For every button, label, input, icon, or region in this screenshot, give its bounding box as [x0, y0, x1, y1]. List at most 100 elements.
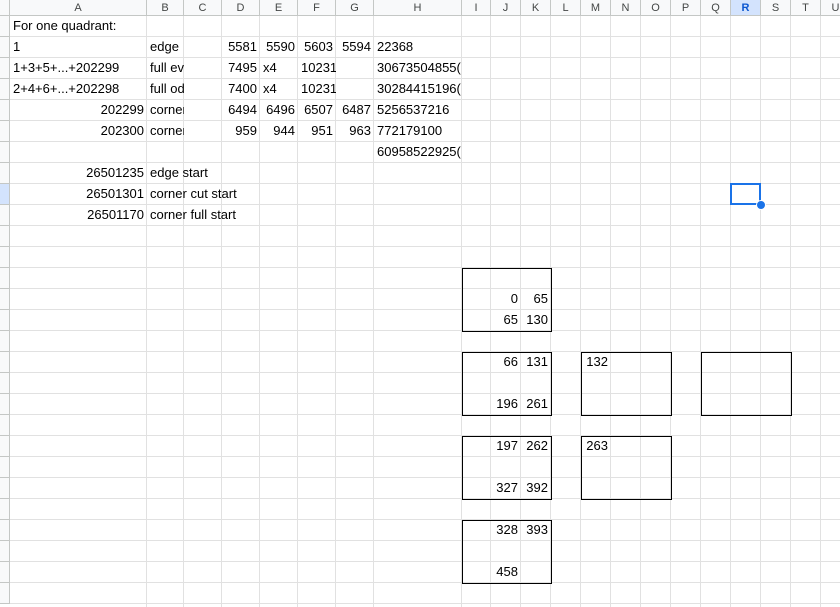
cell-b5[interactable]: corner full [150, 102, 184, 117]
cell-k17[interactable]: 131 [526, 354, 548, 369]
cell-e5[interactable]: 6496 [266, 102, 295, 117]
row-header[interactable] [0, 184, 10, 205]
row-header[interactable] [0, 310, 10, 331]
cell-d5[interactable]: 6494 [228, 102, 257, 117]
cell-k14[interactable]: 65 [533, 291, 548, 306]
cell-k21[interactable]: 262 [526, 438, 548, 453]
cell-h7[interactable]: 60958522925( [377, 144, 461, 159]
column-header-l[interactable]: L [551, 0, 581, 16]
row-header[interactable] [0, 142, 10, 163]
column-header-q[interactable]: Q [701, 0, 731, 16]
cell-b9[interactable]: corner cut start [150, 186, 237, 201]
fill-handle[interactable] [756, 200, 766, 210]
cell-j27[interactable]: 458 [496, 564, 518, 579]
row-header[interactable] [0, 520, 10, 541]
cell-j17[interactable]: 66 [503, 354, 518, 369]
column-header-t[interactable]: T [791, 0, 821, 16]
row-header[interactable] [0, 331, 10, 352]
cell-d2[interactable]: 5581 [228, 39, 257, 54]
column-header-f[interactable]: F [298, 0, 336, 16]
cell-j25[interactable]: 328 [496, 522, 518, 537]
row-header[interactable] [0, 121, 10, 142]
column-header-p[interactable]: P [671, 0, 701, 16]
cell-j21[interactable]: 197 [496, 438, 518, 453]
cell-j23[interactable]: 327 [496, 480, 518, 495]
row-header[interactable] [0, 268, 10, 289]
cell-g2[interactable]: 5594 [342, 39, 371, 54]
cell-b8[interactable]: edge start [150, 165, 208, 180]
cell-a3[interactable]: 1+3+5+...+202299 [13, 60, 120, 75]
column-header-d[interactable]: D [222, 0, 260, 16]
cell-g6[interactable]: 963 [349, 123, 371, 138]
cell-a6[interactable]: 202300 [100, 123, 144, 138]
cell-a1[interactable]: For one quadrant: [13, 18, 117, 33]
cell-b4[interactable]: full odd mid [150, 81, 184, 96]
cell-h6[interactable]: 772179100 [377, 123, 443, 138]
cell-a4[interactable]: 2+4+6+...+202298 [13, 81, 120, 96]
cell-h2[interactable]: 22368 [377, 39, 414, 54]
cell-b6[interactable]: corner cut [150, 123, 184, 138]
cell-a8[interactable]: 26501235 [86, 165, 144, 180]
cell-f5[interactable]: 6507 [304, 102, 333, 117]
cell-b3[interactable]: full even mic [150, 60, 184, 75]
cell-m21[interactable]: 263 [586, 438, 608, 453]
cell-k19[interactable]: 261 [526, 396, 548, 411]
cell-e4[interactable]: x4 [263, 81, 277, 96]
row-header[interactable] [0, 478, 10, 499]
row-header[interactable] [0, 100, 10, 121]
row-header[interactable] [0, 541, 10, 562]
cell-a2[interactable]: 1 [13, 39, 21, 54]
cell-f2[interactable]: 5603 [304, 39, 333, 54]
column-header-s[interactable]: S [761, 0, 791, 16]
column-header-g[interactable]: G [336, 0, 374, 16]
column-header-m[interactable]: M [581, 0, 611, 16]
cell-h3[interactable]: 30673504855( [377, 60, 461, 75]
cell-e6[interactable]: 944 [273, 123, 295, 138]
row-header[interactable] [0, 226, 10, 247]
select-all-corner[interactable] [0, 0, 10, 16]
column-header-c[interactable]: C [184, 0, 222, 16]
cell-k15[interactable]: 130 [526, 312, 548, 327]
column-header-o[interactable]: O [641, 0, 671, 16]
active-cell-selection[interactable] [730, 183, 761, 205]
cell-f6[interactable]: 951 [311, 123, 333, 138]
row-header[interactable] [0, 37, 10, 58]
cell-d6[interactable]: 959 [235, 123, 257, 138]
column-header-b[interactable]: B [147, 0, 184, 16]
cell-m17[interactable]: 132 [586, 354, 608, 369]
cell-h5[interactable]: 5256537216 [377, 102, 450, 117]
row-header[interactable] [0, 79, 10, 100]
cell-j19[interactable]: 196 [496, 396, 518, 411]
cell-d3[interactable]: 7495 [228, 60, 257, 75]
cell-k25[interactable]: 393 [526, 522, 548, 537]
row-header[interactable] [0, 457, 10, 478]
column-header-n[interactable]: N [611, 0, 641, 16]
row-header[interactable] [0, 247, 10, 268]
cell-f4[interactable]: 10231 [301, 81, 336, 96]
row-header[interactable] [0, 289, 10, 310]
cell-b2[interactable]: edge [150, 39, 179, 54]
cell-k23[interactable]: 392 [526, 480, 548, 495]
row-header[interactable] [0, 394, 10, 415]
cell-f3[interactable]: 10231 [301, 60, 336, 75]
row-header[interactable] [0, 163, 10, 184]
cell-g5[interactable]: 6487 [342, 102, 371, 117]
column-header-r[interactable]: R [731, 0, 761, 16]
cell-e3[interactable]: x4 [263, 60, 277, 75]
row-header[interactable] [0, 205, 10, 226]
row-header[interactable] [0, 562, 10, 583]
column-header-u[interactable]: U [821, 0, 840, 16]
row-header[interactable] [0, 436, 10, 457]
row-header[interactable] [0, 352, 10, 373]
cell-j15[interactable]: 65 [503, 312, 518, 327]
cell-a10[interactable]: 26501170 [87, 207, 144, 222]
row-header[interactable] [0, 415, 10, 436]
cell-a5[interactable]: 202299 [100, 102, 144, 117]
row-header[interactable] [0, 583, 10, 604]
cell-h4[interactable]: 30284415196( [377, 81, 461, 96]
column-header-k[interactable]: K [521, 0, 551, 16]
column-header-h[interactable]: H [374, 0, 462, 16]
row-header[interactable] [0, 16, 10, 37]
cell-j14[interactable]: 0 [510, 291, 518, 306]
